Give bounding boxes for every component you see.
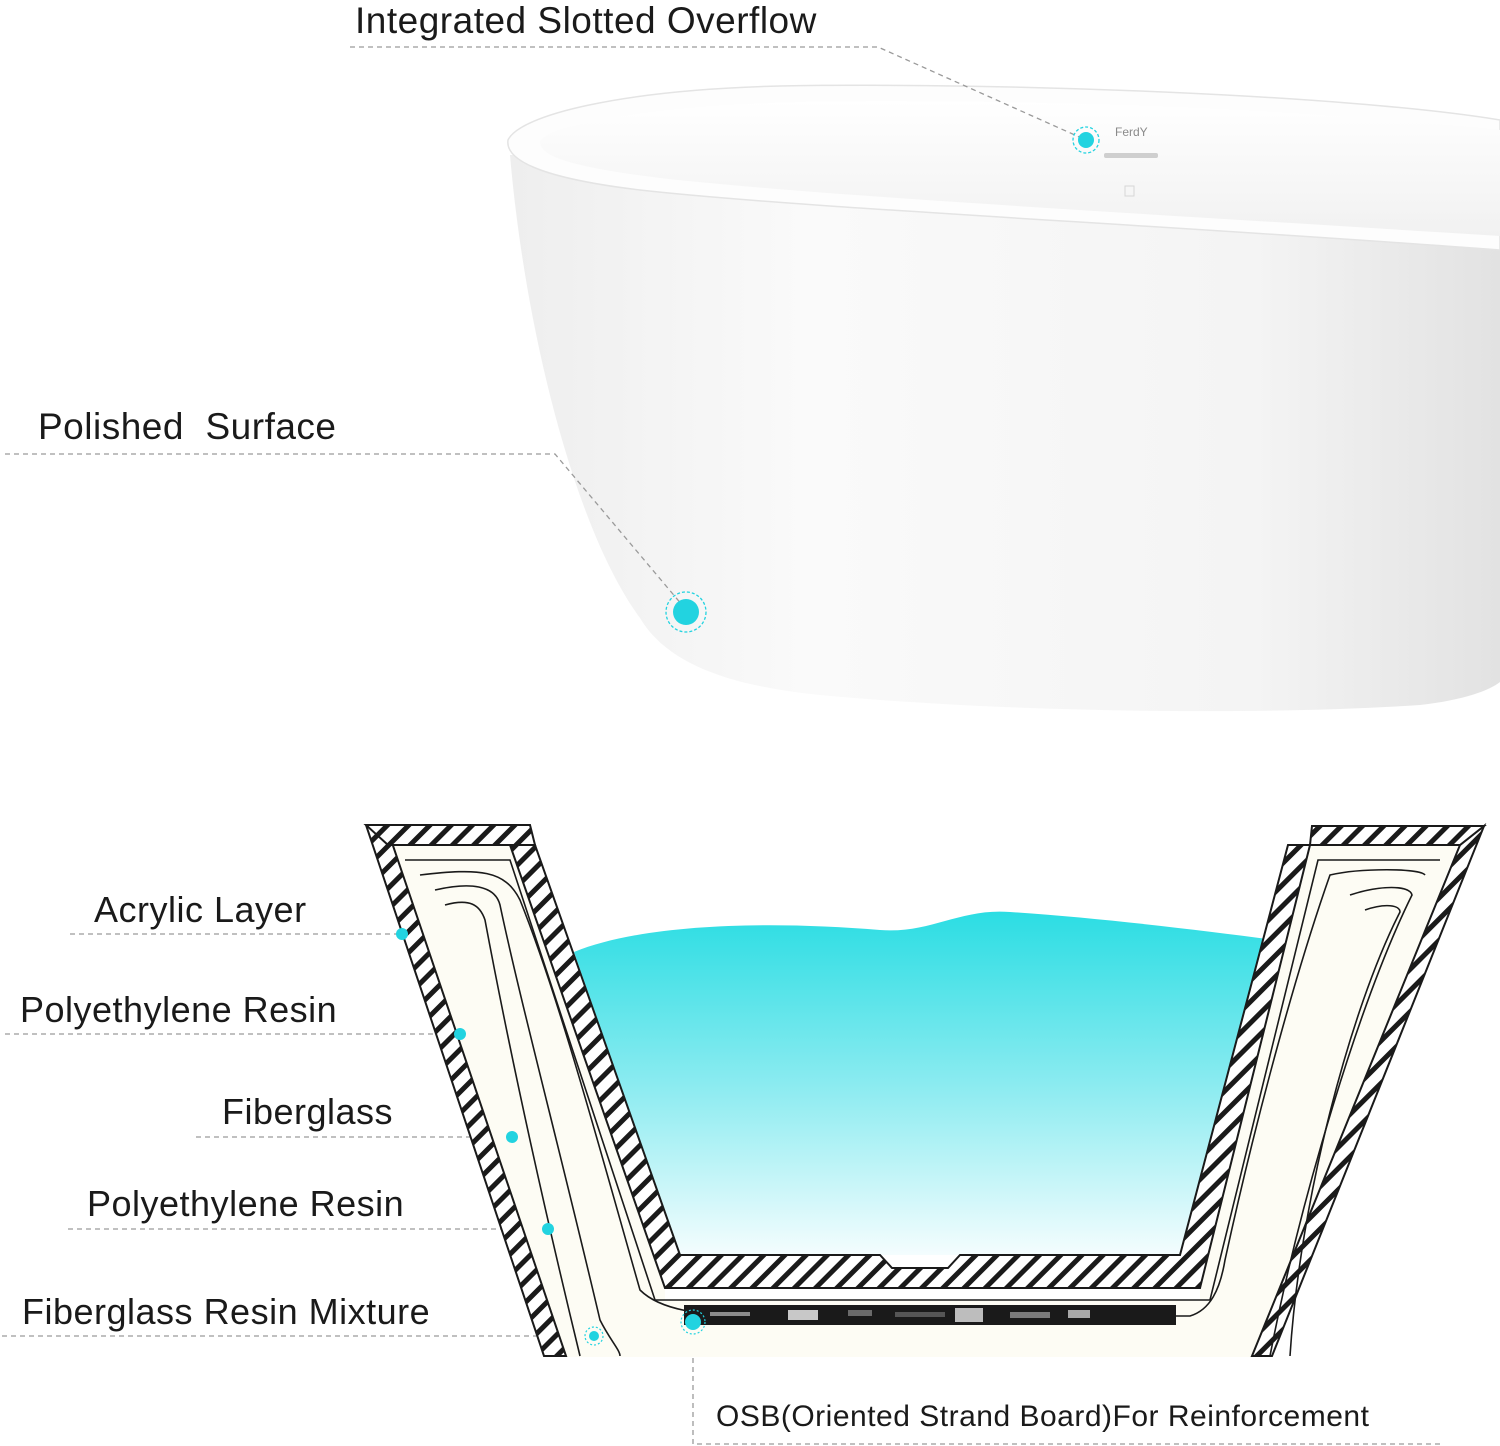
- water: [574, 911, 1275, 1255]
- fiberglass-marker: [506, 1131, 518, 1143]
- resin2-marker: [542, 1223, 554, 1235]
- overflow-slot: [1104, 153, 1158, 158]
- osb-marker: [680, 1309, 706, 1335]
- tub-basin: [540, 101, 1500, 236]
- brand-logo: FerdY: [1115, 125, 1148, 139]
- resin1-marker: [454, 1028, 466, 1040]
- leader-lines: [2, 46, 1440, 1445]
- label-integrated-slotted-overflow: Integrated Slotted Overflow: [355, 0, 817, 41]
- overflow-marker: [1072, 126, 1100, 154]
- leader-osb: [692, 1322, 1440, 1445]
- tub-body: [510, 155, 1500, 712]
- acrylic-cap-right: [1308, 825, 1487, 846]
- leader-surface: [5, 453, 689, 613]
- label-polished-surface: Polished Surface: [38, 406, 337, 447]
- label-fiberglass: Fiberglass: [222, 1091, 394, 1132]
- acrylic-inner-shell: [508, 844, 1312, 1289]
- label-osb-reinforcement: OSB(Oriented Strand Board)For Reinforcem…: [716, 1400, 1370, 1433]
- layer-contours: [405, 859, 1440, 1357]
- osb-texture: [710, 1308, 1090, 1322]
- label-polyethylene-resin-1: Polyethylene Resin: [20, 989, 338, 1030]
- bathtub-illustration: FerdY: [507, 84, 1500, 712]
- acrylic-marker: [396, 928, 408, 940]
- acrylic-cap-left: [363, 824, 537, 846]
- label-polyethylene-resin-2: Polyethylene Resin: [87, 1183, 405, 1224]
- leader-overflow: [350, 46, 1087, 141]
- label-acrylic-layer: Acrylic Layer: [94, 889, 307, 930]
- label-fiberglass-resin-mixture: Fiberglass Resin Mixture: [22, 1291, 431, 1332]
- surface-marker: [665, 591, 707, 633]
- small-mark-icon: [1124, 185, 1135, 197]
- markers: [396, 126, 1100, 1346]
- cross-section: [363, 822, 1487, 1357]
- mixture-marker: [584, 1326, 604, 1346]
